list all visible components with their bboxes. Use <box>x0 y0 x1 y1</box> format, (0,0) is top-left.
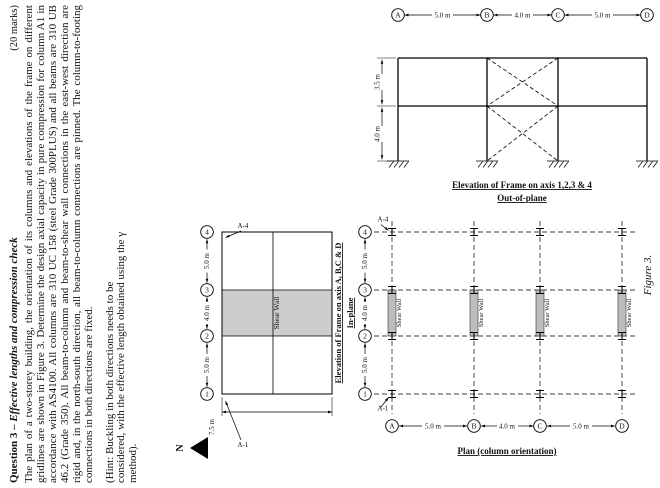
dim-label: 5.0 m <box>435 11 452 19</box>
axis-label: C <box>537 422 542 431</box>
storey-dim-label: 4.0 m <box>374 125 382 142</box>
axis-labels: A B C D <box>395 11 650 20</box>
extension-ticks <box>377 57 396 162</box>
section-mark-a1: A-1 <box>238 441 249 449</box>
axis-label: 2 <box>363 332 367 341</box>
figure-subtitle: In-plane <box>345 297 355 328</box>
section-mark-a1: A-1 <box>378 405 389 413</box>
figure-title: Elevation of Frame on axis 1,2,3 & 4 <box>452 180 592 190</box>
north-arrow-icon: N <box>175 437 208 459</box>
north-label: N <box>175 444 186 452</box>
axis-label: 2 <box>205 332 209 341</box>
shear-wall-label: Shear Wall <box>626 299 633 328</box>
axis-label: A <box>395 11 401 20</box>
axis-labels: 4 3 2 1 A B C D <box>363 228 625 431</box>
dim-label: 4.0 m <box>515 11 532 19</box>
section-mark-a4: A-4 <box>238 222 249 230</box>
dim-label: 4.0 m <box>499 422 516 430</box>
x-bracing <box>486 57 559 162</box>
axis-circles <box>358 225 629 433</box>
dim-label: 5.0 m <box>595 11 612 19</box>
frame-members <box>397 57 648 161</box>
dim-label: 5.0 m <box>425 422 442 430</box>
ns-dimension-lines <box>363 239 367 387</box>
question-heading-row: Question 3 – Effective lengths and compr… <box>8 5 20 483</box>
axis-label: D <box>644 11 650 20</box>
frame-members <box>222 232 332 394</box>
shear-wall-label: Shear Wall <box>272 297 281 330</box>
figure-caption: Figure 3. <box>642 254 654 296</box>
question-hint: (Hint: Buckling in both directions needs… <box>103 231 140 483</box>
dim-label: 5.0 m <box>573 422 590 430</box>
span-dimension-labels: 5.0 m 4.0 m 5.0 m <box>435 11 612 19</box>
question-text-block: Question 3 – Effective lengths and compr… <box>8 5 162 483</box>
axis-label: 3 <box>363 286 367 295</box>
storey-dim-label: 3.5 m <box>374 73 382 90</box>
fixed-support-icon <box>387 160 658 168</box>
section-mark-arrow <box>225 400 242 441</box>
span-dimension-lines <box>205 239 209 387</box>
dim-label: 4.0 m <box>203 304 211 321</box>
axis-label: 4 <box>363 228 367 237</box>
ew-dimension-labels: 5.0 m 4.0 m 5.0 m <box>425 422 590 430</box>
axis-label: C <box>555 11 560 20</box>
extension-ticks <box>221 397 333 416</box>
plan-figure: Shear Wall Shear Wall Shear Wall Shear W… <box>358 216 636 456</box>
figure-subtitle: Out-of-plane <box>497 193 547 203</box>
shear-wall-shaded <box>222 290 332 336</box>
dim-label: 5.0 m <box>203 356 211 373</box>
axis-label: B <box>484 11 489 20</box>
question-number: Question 3 <box>8 429 20 483</box>
question-title: – Effective lengths and compression chec… <box>8 237 20 430</box>
axis-label: 1 <box>205 390 209 399</box>
section-mark-a4: A-4 <box>378 216 389 224</box>
question-heading: Question 3 – Effective lengths and compr… <box>8 237 20 483</box>
dim-label: 5.0 m <box>203 252 211 269</box>
shear-wall-label: Shear Wall <box>478 299 485 328</box>
span-dimension-lines <box>404 13 641 17</box>
axis-label: 1 <box>363 390 367 399</box>
axis-label: 3 <box>205 286 209 295</box>
storey-dimension-lines <box>380 59 384 160</box>
ew-dimension-lines <box>399 424 615 428</box>
elevation-in-plane-figure: 4 3 2 1 5.0 m 4.0 m 5.0 m Shear Wall 7.5… <box>200 222 355 449</box>
figure-title: Plan (column orientation) <box>458 446 557 456</box>
axis-circles <box>200 225 214 401</box>
elevation-out-of-plane-figure: A B C D 5.0 m 4.0 m 5.0 m 3.5 m 4.0 m <box>374 8 658 203</box>
height-dim-label: 7.5 m <box>208 418 216 435</box>
question-body: The plan of a two-storey building, the o… <box>23 5 96 483</box>
column-section-icon <box>388 227 626 399</box>
shear-wall-labels: Shear Wall Shear Wall Shear Wall Shear W… <box>396 299 633 328</box>
gridlines <box>374 221 636 414</box>
axis-label: B <box>471 422 476 431</box>
axis-label: A <box>389 422 395 431</box>
frame-outline <box>221 231 333 395</box>
axis-labels: 4 3 2 1 <box>205 228 209 399</box>
question-marks: (20 marks) <box>9 5 20 51</box>
dim-label: 4.0 m <box>361 304 369 321</box>
axis-circles <box>391 8 654 22</box>
axis-label: D <box>619 422 625 431</box>
axis-label: 4 <box>205 228 209 237</box>
figure-title: Elevation of Frame on axis A, B,C & D <box>333 243 343 384</box>
shear-wall-label: Shear Wall <box>544 299 551 328</box>
dim-label: 5.0 m <box>361 252 369 269</box>
north-arrow-triangle <box>190 437 208 459</box>
shear-wall-label: Shear Wall <box>396 299 403 328</box>
dim-label: 5.0 m <box>361 356 369 373</box>
shear-wall <box>387 289 627 337</box>
